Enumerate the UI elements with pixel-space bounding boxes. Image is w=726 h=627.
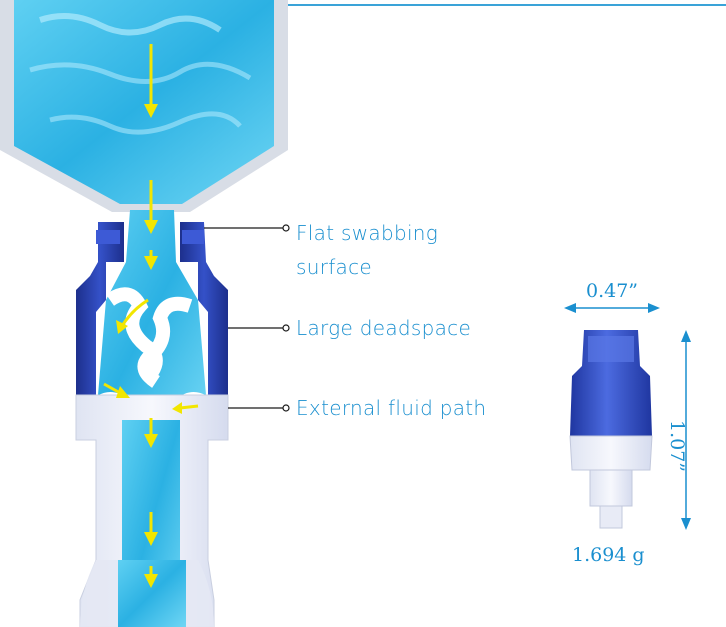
flat-swabbing-label: Flat swabbing surface — [296, 216, 438, 284]
large-deadspace-label: Large deadspace — [296, 311, 471, 345]
width-dimension-arrow — [564, 303, 660, 313]
flat-swabbing-line-2: surface — [296, 250, 438, 284]
width-dimension-label: 0.47” — [586, 280, 638, 302]
weight-label: 1.694 g — [572, 544, 645, 566]
fluid-reservoir — [0, 0, 288, 212]
product-photo — [570, 330, 652, 528]
external-fluid-path-label: External fluid path — [296, 391, 486, 425]
flat-swabbing-line-1: Flat swabbing — [296, 216, 438, 250]
height-dimension-label: 1.07” — [666, 420, 688, 472]
